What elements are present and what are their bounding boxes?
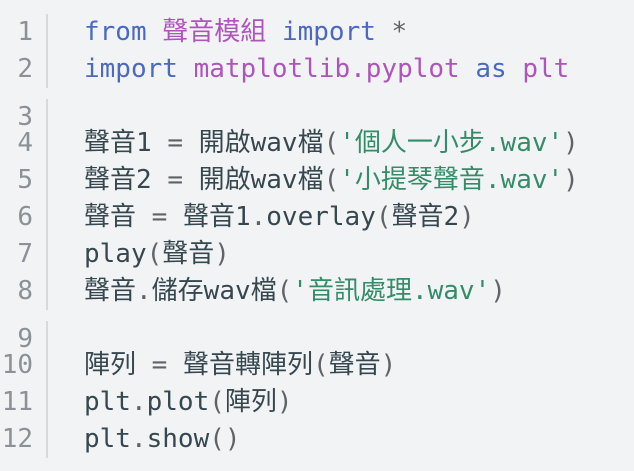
code-token-txt: 聲音1 (84, 128, 168, 158)
code-token-pun: . (250, 202, 267, 232)
code-token-kw: import (281, 17, 376, 47)
code-token-pun: . (136, 276, 152, 306)
code-token-pun: ) (380, 350, 397, 380)
code-token-txt: 儲存wav檔 (151, 276, 277, 306)
line-number: 3 (0, 99, 48, 136)
code-token-pun: ( (323, 165, 340, 195)
code-token-pun: ( (146, 239, 163, 269)
line-number: 7 (0, 236, 48, 273)
code-token-kw: import (84, 54, 178, 84)
code-token-txt: 開啟wav檔 (182, 128, 324, 158)
code-token-txt: play (84, 239, 147, 269)
code-token-txt: 聲音 (162, 239, 215, 269)
code-token-txt: 聲音轉陣列 (167, 350, 313, 380)
code-text (48, 88, 634, 125)
code-token-txt (266, 17, 282, 47)
code-token-pun: ) (214, 239, 230, 269)
code-token-str: '個人一小步.wav' (339, 128, 564, 158)
code-token-txt: show (146, 424, 210, 454)
code-token-pun: = (167, 165, 183, 195)
code-token-pun: ) (276, 387, 293, 417)
code-text: 聲音 = 聲音1.overlay(聲音2) (48, 199, 634, 236)
code-token-pun: ( (375, 202, 392, 232)
line-number: 6 (0, 199, 48, 236)
code-token-txt (507, 54, 523, 84)
line-number: 9 (0, 321, 48, 358)
line-number: 11 (0, 384, 48, 421)
code-text: from 聲音模組 import * (48, 14, 634, 51)
code-token-mod: 聲音模組 (162, 17, 267, 47)
code-token-pun: ( (209, 387, 225, 417)
code-token-mod: plt (522, 54, 570, 84)
code-token-str: '小提琴聲音.wav' (339, 165, 564, 195)
code-token-pun: . (130, 387, 147, 417)
code-token-kw: from (84, 17, 147, 47)
code-token-str: '音訊處理.wav' (292, 276, 491, 306)
code-token-pun: ( (312, 350, 329, 380)
code-token-txt: 陣列 (224, 387, 277, 417)
code-token-txt (376, 17, 392, 47)
code-token-pun: ) (563, 165, 579, 195)
code-token-pun: ) (490, 276, 506, 306)
code-token-txt: 聲音2 (391, 202, 460, 232)
code-token-pun: () (209, 424, 241, 454)
code-token-mod: matplotlib.pyplot (193, 54, 460, 84)
code-token-txt: 開啟wav檔 (182, 165, 324, 195)
line-number: 1 (0, 14, 48, 51)
code-token-pun: ( (323, 128, 340, 158)
code-token-kw: as (475, 54, 507, 84)
code-token-pun: = (151, 350, 168, 380)
code-token-txt: 聲音1 (167, 202, 251, 232)
code-text: 聲音2 = 開啟wav檔('小提琴聲音.wav') (48, 162, 634, 199)
code-text: import matplotlib.pyplot as plt (48, 51, 634, 88)
code-token-txt: 聲音2 (84, 165, 168, 195)
code-token-txt (460, 54, 476, 84)
code-token-txt: 聲音 (84, 202, 152, 232)
line-number: 4 (0, 125, 48, 162)
code-token-txt: plot (146, 387, 210, 417)
code-token-txt: 陣列 (84, 350, 152, 380)
code-token-pun: . (130, 424, 147, 454)
code-text: 陣列 = 聲音轉陣列(聲音) (48, 347, 634, 384)
line-number: 10 (0, 347, 48, 384)
code-token-txt (178, 54, 194, 84)
code-token-pun: * (391, 17, 408, 47)
code-text: 聲音.儲存wav檔('音訊處理.wav') (48, 273, 634, 310)
code-token-pun: ) (459, 202, 475, 232)
code-token-pun: = (151, 202, 168, 232)
code-token-pun: ( (276, 276, 293, 306)
code-token-txt: plt (84, 424, 131, 454)
code-token-pun: ) (563, 128, 579, 158)
line-number: 8 (0, 273, 48, 310)
code-token-txt: 聲音 (328, 350, 381, 380)
code-text: 聲音1 = 開啟wav檔('個人一小步.wav') (48, 125, 634, 162)
code-token-txt (147, 17, 163, 47)
line-number: 5 (0, 162, 48, 199)
line-number: 2 (0, 51, 48, 88)
code-text (48, 310, 634, 347)
code-token-txt: plt (84, 387, 131, 417)
code-text: plt.show() (48, 421, 634, 458)
code-token-txt: 聲音 (84, 276, 137, 306)
code-token-txt: overlay (266, 202, 376, 232)
code-text: plt.plot(陣列) (48, 384, 634, 421)
code-line[interactable]: 3 (0, 88, 634, 136)
code-text: play(聲音) (48, 236, 634, 273)
line-number: 12 (0, 421, 48, 458)
code-token-pun: = (167, 128, 183, 158)
code-line[interactable]: 9 (0, 310, 634, 358)
